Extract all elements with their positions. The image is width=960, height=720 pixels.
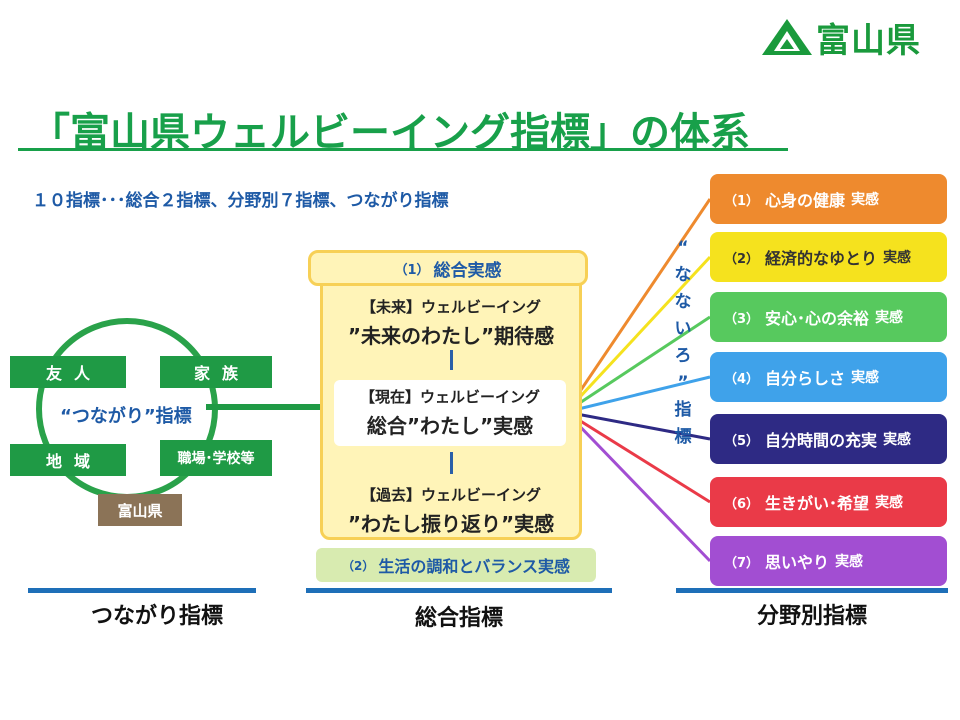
title-underline — [18, 148, 788, 151]
nanairo-char: な — [674, 292, 692, 312]
category-box-security: （3） 安心･心の余裕 実感 — [710, 292, 947, 342]
field-section-label: 分野別指標 — [756, 604, 867, 629]
category-suffix: 実感 — [883, 250, 912, 266]
overall-sense-number: （1） — [394, 262, 430, 278]
tsunagari-section-label: つながり指標 — [90, 604, 223, 629]
overall-section-rule — [306, 588, 612, 593]
nanairo-char: な — [674, 265, 692, 285]
overall-sense-header: （1） 総合実感 — [308, 250, 588, 286]
family-box: 家族 — [160, 356, 272, 388]
future-present-divider — [450, 350, 453, 370]
category-box-selfhood: （4） 自分らしさ 実感 — [710, 352, 947, 402]
overall-section-label: 総合指標 — [414, 606, 503, 631]
toyama-mountain-icon — [762, 19, 812, 55]
field-section-rule — [676, 588, 948, 593]
category-box-health: （1） 心身の健康 実感 — [710, 174, 947, 224]
nanairo-char: い — [674, 319, 692, 339]
category-number: （3） — [724, 311, 760, 327]
category-box-purpose: （6） 生きがい･希望 実感 — [710, 477, 947, 527]
tsunagari-connector — [206, 404, 336, 410]
category-label: 自分時間の充実 — [765, 431, 878, 450]
category-label: 心身の健康 — [765, 191, 846, 210]
tsunagari-section-rule — [28, 588, 256, 593]
category-number: （2） — [724, 251, 760, 267]
logo-text: 富山県 — [816, 20, 921, 61]
category-suffix: 実感 — [835, 554, 864, 570]
life-balance-label: 生活の調和とバランス実感 — [378, 557, 571, 576]
category-box-personal-time: （5） 自分時間の充実 実感 — [710, 414, 947, 464]
nanairo-char: “ — [677, 238, 689, 258]
category-suffix: 実感 — [883, 432, 912, 448]
toyama-logo: 富山県 — [760, 14, 940, 61]
category-number: （5） — [724, 433, 760, 449]
category-box-economic: （2） 経済的なゆとり 実感 — [710, 232, 947, 282]
category-label: 経済的なゆとり — [765, 249, 878, 268]
category-suffix: 実感 — [875, 495, 904, 511]
future-wellbeing-label: 【未来】ウェルビーイング — [360, 298, 541, 316]
category-number: （7） — [724, 555, 760, 571]
future-expectation-text: ”未来のわたし”期待感 — [347, 324, 555, 348]
category-number: （1） — [724, 193, 760, 209]
category-suffix: 実感 — [851, 370, 880, 386]
present-wellbeing-label: 【現在】ウェルビーイング — [359, 388, 540, 406]
category-suffix: 実感 — [875, 310, 904, 326]
present-wellbeing-box — [334, 380, 566, 446]
category-label: 生きがい･希望 — [765, 494, 870, 513]
life-balance-box: （2） 生活の調和とバランス実感 — [316, 548, 596, 582]
category-label: 自分らしさ — [765, 369, 846, 388]
category-box-compassion: （7） 思いやり 実感 — [710, 536, 947, 586]
category-label: 安心･心の余裕 — [765, 309, 870, 328]
past-wellbeing-label: 【過去】ウェルビーイング — [360, 486, 541, 504]
tsunagari-indicator-label: “つながり”指標 — [60, 406, 192, 427]
category-number: （6） — [724, 496, 760, 512]
workplace-school-box: 職場･学校等 — [160, 440, 272, 476]
present-sense-text: 総合”わたし”実感 — [366, 414, 534, 438]
overall-sense-label: 総合実感 — [433, 260, 502, 281]
region-box: 地域 — [10, 444, 126, 476]
subtitle: １０指標･･･総合２指標、分野別７指標、つながり指標 — [32, 191, 449, 211]
category-label: 思いやり — [765, 553, 830, 572]
nanairo-indicator-label: “ な な い ろ ” 指 標 — [668, 240, 698, 456]
friend-box: 友人 — [10, 356, 126, 388]
category-number: （4） — [724, 371, 760, 387]
nanairo-char: 標 — [674, 427, 692, 447]
life-balance-number: （2） — [341, 558, 375, 573]
nanairo-char: ” — [677, 373, 689, 393]
toyama-box: 富山県 — [98, 494, 182, 526]
nanairo-char: 指 — [674, 400, 692, 420]
category-suffix: 実感 — [851, 192, 880, 208]
nanairo-char: ろ — [674, 346, 692, 366]
present-past-divider — [450, 452, 453, 474]
past-reflection-text: ”わたし振り返り”実感 — [347, 512, 555, 536]
